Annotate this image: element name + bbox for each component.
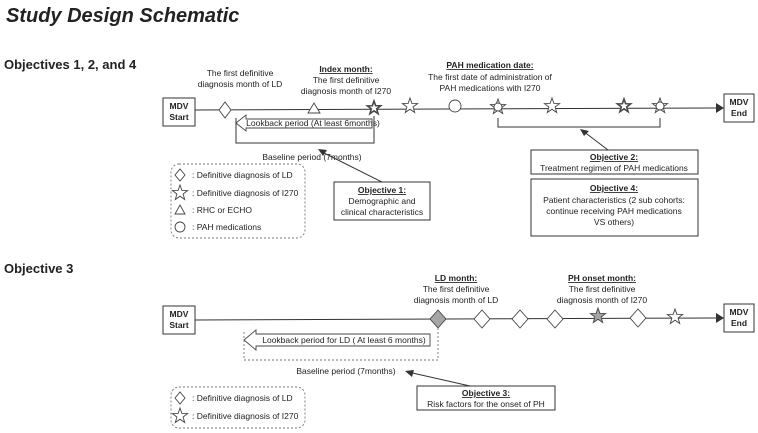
objective4-title: Objective 4: [590,183,638,193]
diamond-marker [546,309,564,329]
star-marker [543,97,561,113]
ld-annotation-2: diagnosis month of LD [198,79,283,89]
mdv-start-label-2: Start [169,320,189,330]
legend-item-i270: : Definitive diagnosis of I270 [192,411,299,421]
objective4-line-1: Patient characteristics (2 sub cohorts: [543,195,685,205]
star-icon [171,184,189,200]
diamond-marker [511,309,529,329]
diamond-icon [174,168,186,182]
objective2-title: Objective 2: [590,152,638,162]
pah-annotation-1: The first date of administration of [428,72,552,82]
section1-heading: Objectives 1, 2, and 4 [4,57,137,72]
mdv-end-box [723,303,755,333]
pah-annotation-2: PAH medications with I270 [440,83,541,93]
objective4-box [530,178,699,237]
objective3-pointer [407,371,471,387]
timeline-arrowhead [716,103,724,113]
ph-onset-header: PH onset month: [568,273,636,283]
lookback-label: Lookback period (At least 6months) [246,118,380,128]
ld-month-annotation-1: The first definitive [423,284,490,294]
objective1-pointer [319,150,383,183]
pah-period-bracket [497,118,661,128]
legend-item-ld: : Definitive diagnosis of LD [192,170,293,180]
baseline-label: Baseline period (7months) [296,366,395,376]
legend-item-rhc: : RHC or ECHO [192,205,252,215]
ld-month-diamond-marker [429,309,447,329]
objective1-line-1: Demographic and [348,196,415,206]
ph-onset-annotation-2: diagnosis month of I270 [557,295,648,305]
objective4-line-3: VS others) [594,217,634,227]
star-marker [666,308,684,324]
baseline-label: Baseline period (7months) [262,152,361,162]
mdv-start-label-1: MDV [170,101,189,111]
arrowhead [405,370,414,377]
objective4-line-2: continue receiving PAH medications [546,206,681,216]
mdv-start-box [162,305,196,335]
star-marker [401,97,419,113]
ph-onset-star-marker [589,307,607,323]
ld-annotation-1: The first definitive [207,68,274,78]
index-annotation-2: diagnosis month of I270 [301,86,392,96]
mdv-end-label-1: MDV [730,97,749,107]
diamond-marker [473,309,491,329]
index-month-header: Index month: [319,64,373,74]
legend-box [170,163,306,239]
mdv-end-box [723,93,755,123]
objective2-box [530,149,699,175]
legend-item-pah: : PAH medications [192,222,261,232]
legend-item-i270: : Definitive diagnosis of I270 [192,188,299,198]
objective1-line-2: clinical characteristics [341,207,423,217]
arrowhead [580,129,589,136]
objective3-title: Objective 3: [462,388,510,398]
objective2-pointer [582,130,609,151]
mdv-start-box [162,97,196,127]
triangle-icon [174,204,186,215]
circle-in-star [655,101,665,111]
index-annotation-1: The first definitive [313,75,380,85]
star-icon [171,407,189,423]
timeline-line [194,317,717,321]
circle-icon [174,221,186,233]
mdv-start-label-2: Start [169,112,189,122]
objective2-line-1: Treatment regimen of PAH medications [540,163,688,173]
baseline-bracket [243,328,439,361]
ph-onset-annotation-1: The first definitive [569,284,636,294]
diamond-marker [629,308,647,328]
objective1-title: Objective 1: [358,185,406,195]
page-title: Study Design Schematic [6,5,239,27]
lookback-arrow [243,329,431,351]
objective3-box [416,385,556,411]
ld-month-annotation-2: diagnosis month of LD [414,295,499,305]
lookback-arrow [235,114,373,132]
baseline-bracket [235,116,375,144]
lookback-label: Lookback period for LD ( At least 6 mont… [262,335,426,345]
circle-in-star [493,102,503,112]
diamond-icon [174,391,186,405]
objective3-line-1: Risk factors for the onset of PH [427,399,545,409]
legend-item-ld: : Definitive diagnosis of LD [192,393,293,403]
mdv-end-label-2: End [731,108,747,118]
ld-diamond-marker [218,101,232,119]
pah-date-header: PAH medication date: [446,60,533,70]
mdv-end-label-1: MDV [730,307,749,317]
timeline-arrowhead [716,313,724,323]
section2-heading: Objective 3 [4,261,73,276]
rhc-echo-triangle-marker [307,102,321,114]
arrowhead [318,149,327,156]
ld-month-header: LD month: [435,273,478,283]
mdv-end-label-2: End [731,318,747,328]
pah-circle-marker [448,99,462,113]
mdv-start-label-1: MDV [170,309,189,319]
